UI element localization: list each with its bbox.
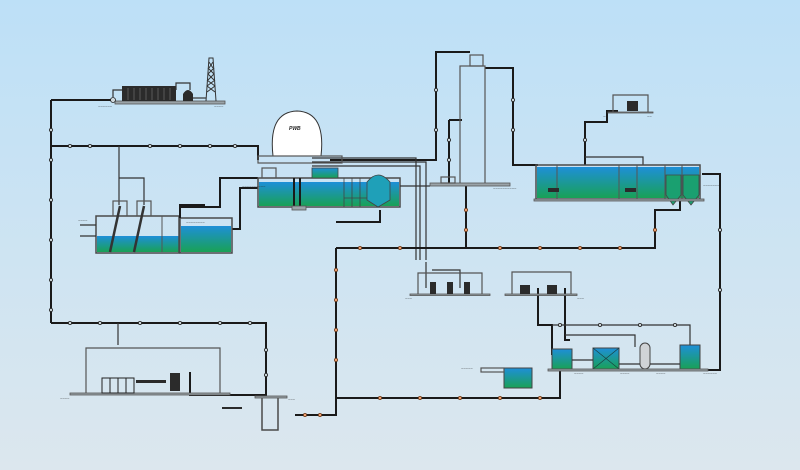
- valve-icon: [598, 322, 603, 327]
- press-icon: [170, 373, 180, 391]
- valve-icon: [49, 197, 54, 202]
- valve-icon: [49, 237, 54, 242]
- valve-icon: [333, 297, 338, 302]
- valve-icon: [618, 245, 623, 250]
- valve-icon: [653, 227, 658, 232]
- valve-icon: [333, 267, 338, 272]
- valve-icon: [302, 412, 307, 417]
- valve-icon: [638, 322, 643, 327]
- valve-icon: [377, 395, 382, 400]
- adv-label-4: ~~~~~~: [703, 371, 718, 376]
- boiler-stack-unit: ~~~~~~ ~~~~: [98, 57, 226, 109]
- pump-room-unit: ~~~: [504, 271, 585, 301]
- blower-room-unit: ~~ ~~: [603, 94, 654, 119]
- valve-icon: [207, 143, 212, 148]
- chimney-icon: [205, 57, 217, 102]
- valve-icon: [718, 287, 723, 292]
- valve-icon: [49, 127, 54, 132]
- valve-icon: [177, 143, 182, 148]
- blower-label-left: ~~: [603, 114, 608, 119]
- valve-icon: [446, 157, 451, 162]
- blower-label-right: ~~: [647, 114, 652, 119]
- valve-icon: [497, 245, 502, 250]
- dosing-pump-icons: [430, 282, 470, 294]
- valve-icon: [317, 412, 322, 417]
- sludge-room-unit: ~~~~: [60, 347, 231, 401]
- valve-icon: [263, 372, 268, 377]
- valve-icon: [217, 320, 222, 325]
- valve-icon: [88, 143, 93, 148]
- tower-label: ~~~~~~~~~~: [493, 186, 517, 191]
- dosing-room-unit: ~~~: [405, 272, 491, 301]
- valve-icon: [510, 127, 515, 132]
- valve-icon: [333, 357, 338, 362]
- valve-icon: [538, 245, 543, 250]
- equalization-tank-unit: ~~~~~~~~: [179, 204, 233, 254]
- adv-label-0: ~~~~~: [461, 366, 473, 371]
- valve-icon: [357, 245, 362, 250]
- sump-unit: ~~~: [222, 395, 296, 431]
- valve-icon: [578, 245, 583, 250]
- sump-label: ~~~: [288, 397, 296, 402]
- boiler-label-right: ~~~~: [214, 104, 224, 109]
- valve-icon: [147, 143, 152, 148]
- valve-icon: [49, 277, 54, 282]
- valve-icon: [137, 320, 142, 325]
- valve-icon: [433, 88, 438, 93]
- valve-icon: [68, 320, 73, 325]
- valve-icon: [538, 395, 543, 400]
- valve-icon: [68, 143, 73, 148]
- tower-unit: ~~~~~~~~~~: [429, 54, 517, 191]
- advanced-treatment-unit: ~~~~~ ~~~~ ~~~~ ~~~~ ~~~~~~: [461, 342, 718, 389]
- valve-icon: [433, 127, 438, 132]
- pump-icon: [110, 97, 116, 103]
- valve-icon: [98, 320, 103, 325]
- valve-icon: [497, 395, 502, 400]
- gas-dome-label: PWB: [289, 126, 301, 132]
- ao-tank-unit: ~~~~~~~: [533, 164, 720, 206]
- screen-tank-unit: ~~~~: [78, 200, 180, 254]
- valve-icon: [333, 327, 338, 332]
- adv-label-1: ~~~~: [574, 371, 584, 376]
- fan-icon: [183, 90, 193, 101]
- valve-icon: [263, 347, 268, 352]
- valve-icon: [463, 227, 468, 232]
- valve-icon: [510, 98, 515, 103]
- valve-icon: [247, 320, 252, 325]
- adv-label-3: ~~~~: [656, 371, 666, 376]
- boiler-body: [122, 86, 176, 101]
- ao-tank-label: ~~~~~~~: [703, 183, 720, 188]
- valve-icon: [673, 322, 678, 327]
- reactor-label: ~~~~~~~~~~: [242, 184, 266, 189]
- pump-icon: [520, 285, 530, 294]
- valve-icon: [583, 137, 588, 142]
- valve-icon: [457, 395, 462, 400]
- boiler-label-left: ~~~~~~: [98, 104, 113, 109]
- dosing-label: ~~~: [405, 296, 413, 301]
- pump-room-label: ~~~: [577, 296, 585, 301]
- valve-group: [49, 88, 723, 417]
- blower-icon: [627, 101, 638, 111]
- valve-icon: [417, 395, 422, 400]
- adv-label-2: ~~~~: [620, 371, 630, 376]
- screen-tank-label: ~~~~: [78, 218, 88, 223]
- valve-icon: [49, 157, 54, 162]
- anaerobic-reactor-unit: ~~~~~~~~~~: [242, 155, 430, 211]
- gas-dome: [271, 110, 323, 157]
- valve-icon: [463, 207, 468, 212]
- valve-icon: [232, 143, 237, 148]
- valve-icon: [397, 245, 402, 250]
- sludge-room-label: ~~~~: [60, 396, 70, 401]
- valve-icon: [49, 307, 54, 312]
- valve-icon: [718, 227, 723, 232]
- gas-holder-unit: PWB: [271, 110, 323, 157]
- pump-icon: [547, 285, 557, 294]
- valve-icon: [558, 322, 563, 327]
- valve-icon: [446, 137, 451, 142]
- equalization-tank-label: ~~~~~~~~: [186, 220, 205, 225]
- valve-icon: [177, 320, 182, 325]
